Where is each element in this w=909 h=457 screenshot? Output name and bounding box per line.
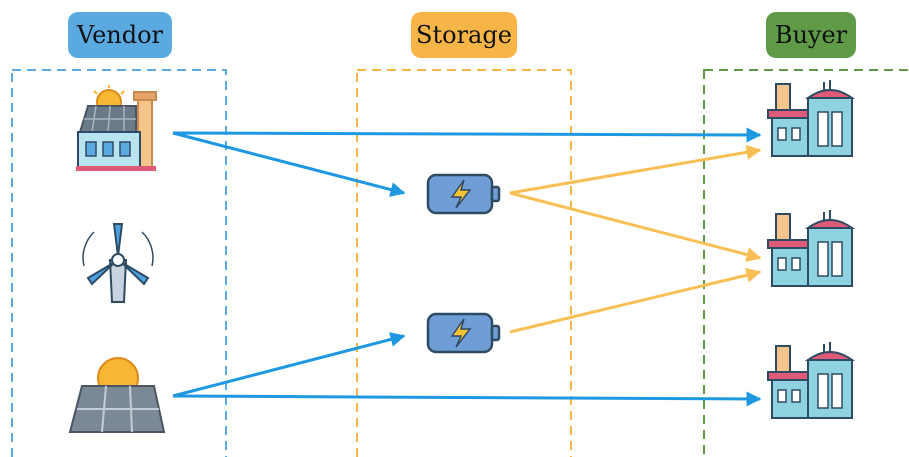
flow-storage2-buyer2 bbox=[509, 267, 762, 334]
flow-storage1-buyer1 bbox=[509, 144, 762, 195]
buyer-group-box bbox=[703, 69, 909, 457]
factory-building-icon bbox=[767, 210, 856, 287]
vendor-group-box bbox=[11, 69, 227, 457]
flow-vendor1-storage1 bbox=[172, 131, 406, 197]
solar-factory-icon bbox=[76, 85, 157, 171]
flow-vendor3-storage2 bbox=[172, 332, 406, 398]
factory-building-icon bbox=[767, 80, 856, 157]
wind-turbine-icon bbox=[82, 223, 154, 303]
buyer-label: Buyer bbox=[766, 12, 856, 58]
storage-label: Storage bbox=[411, 12, 517, 58]
solar-panel-icon bbox=[68, 357, 166, 433]
flow-vendor3-buyer3 bbox=[172, 391, 762, 407]
factory-building-icon bbox=[767, 342, 856, 419]
flow-vendor1-buyer1 bbox=[172, 127, 762, 143]
vendor-label: Vendor bbox=[68, 12, 172, 58]
battery-icon bbox=[426, 312, 501, 354]
battery-icon bbox=[426, 173, 501, 215]
storage-group-box bbox=[356, 69, 572, 457]
flow-storage1-buyer2 bbox=[509, 191, 762, 262]
flow-arrows bbox=[172, 127, 762, 407]
